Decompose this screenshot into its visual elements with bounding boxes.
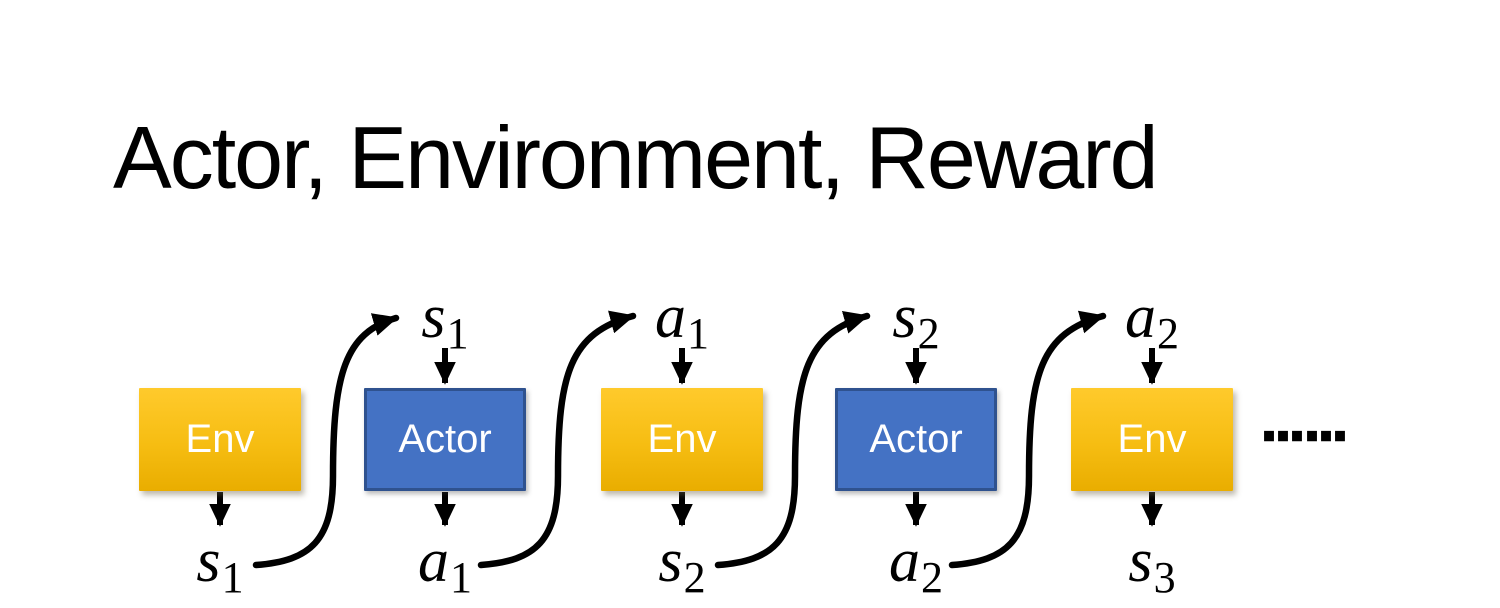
- bottom-label-a2-var: a: [889, 527, 920, 595]
- top-label-s1-sub: 1: [446, 309, 469, 358]
- bottom-label-s2-sub: 2: [683, 553, 706, 602]
- top-label-s1-var: s: [421, 283, 446, 351]
- top-label-s2: s2: [892, 283, 939, 356]
- bottom-label-s2: s2: [658, 527, 705, 600]
- bottom-label-s2-var: s: [658, 527, 683, 595]
- bottom-label-s3-var: s: [1128, 527, 1153, 595]
- bottom-label-s3: s3: [1128, 527, 1175, 600]
- env-box-2: Env: [601, 388, 763, 491]
- bottom-label-s1-sub: 1: [221, 553, 244, 602]
- top-label-a2: a2: [1125, 283, 1179, 356]
- env-box-2-label: Env: [647, 417, 717, 461]
- top-label-s2-var: s: [892, 283, 917, 351]
- top-label-a1-sub: 1: [687, 309, 709, 358]
- actor-box-2: Actor: [835, 388, 997, 491]
- bottom-label-s1: s1: [196, 527, 243, 600]
- bottom-label-a1: a1: [418, 527, 472, 600]
- actor-box-1: Actor: [364, 388, 526, 491]
- bottom-label-a1-sub: 1: [450, 553, 472, 602]
- top-label-a2-sub: 2: [1157, 309, 1179, 358]
- top-label-a2-var: a: [1125, 283, 1156, 351]
- bottom-label-s1-var: s: [196, 527, 221, 595]
- bottom-label-a2: a2: [889, 527, 943, 600]
- bottom-label-a1-var: a: [418, 527, 449, 595]
- top-label-a1: a1: [655, 283, 709, 356]
- env-box-1-label: Env: [185, 417, 255, 461]
- top-label-s2-sub: 2: [917, 309, 940, 358]
- slide-title: Actor, Environment, Reward: [113, 108, 1159, 207]
- env-box-3-label: Env: [1117, 417, 1187, 461]
- ellipsis-dots: ……: [1261, 400, 1349, 452]
- top-label-s1: s1: [421, 283, 468, 356]
- bottom-label-s3-sub: 3: [1153, 553, 1176, 602]
- top-label-a1-var: a: [655, 283, 686, 351]
- actor-box-1-label: Actor: [398, 417, 492, 461]
- env-box-1: Env: [139, 388, 301, 491]
- bottom-label-a2-sub: 2: [921, 553, 943, 602]
- actor-box-2-label: Actor: [869, 417, 963, 461]
- env-box-3: Env: [1071, 388, 1233, 491]
